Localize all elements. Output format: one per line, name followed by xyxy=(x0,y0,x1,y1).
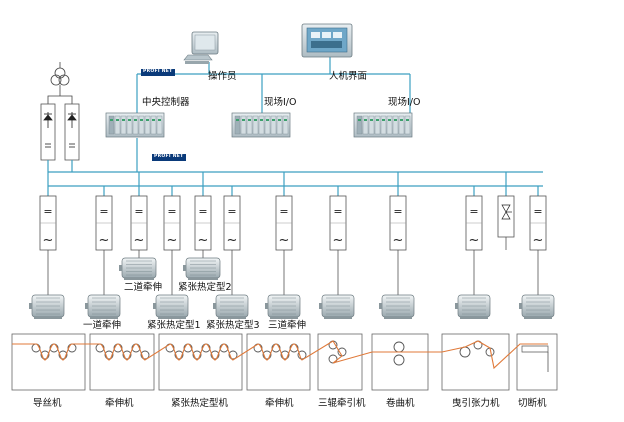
motor-icon xyxy=(213,294,249,319)
motor-icon xyxy=(519,294,555,319)
drive-unit[interactable]: =~ xyxy=(465,195,483,251)
machine-label-three-roll: 三辊牵引机 xyxy=(318,398,366,409)
motor-icon xyxy=(119,257,157,280)
drive-unit[interactable]: =~ xyxy=(275,195,293,251)
operator-pc-icon[interactable] xyxy=(183,31,219,64)
hmi-label: 人机界面 xyxy=(329,71,368,82)
motor-icon xyxy=(29,294,65,319)
motor-icon xyxy=(85,294,121,319)
drive-units: =~=~=~=~=~=~=~=~=~=~=~ xyxy=(39,195,547,251)
central-controller-rack[interactable] xyxy=(105,112,165,138)
roller xyxy=(393,341,405,353)
production-line xyxy=(11,333,558,391)
motor-icon xyxy=(319,294,355,319)
machine-label-cutter: 切断机 xyxy=(518,398,547,409)
motor-label-heatset-3: 紧张热定型3 xyxy=(206,320,260,331)
profinet-badge-1: PROFI NET xyxy=(141,69,175,76)
bus-drops xyxy=(47,172,539,196)
rectifier-units xyxy=(40,103,80,172)
dc-symbol: = xyxy=(167,205,176,218)
ac-symbol: ~ xyxy=(134,233,145,248)
dc-symbol: = xyxy=(43,205,52,218)
motor-label-drafting-3: 三道牵伸 xyxy=(268,320,307,331)
machine-label-heatset: 紧张热定型机 xyxy=(171,398,229,409)
ac-symbol: ~ xyxy=(43,233,54,248)
motor-label-drafting-2: 二道牵伸 xyxy=(124,282,163,293)
transformer-icon xyxy=(47,62,73,104)
dc-symbol: = xyxy=(533,205,542,218)
ac-symbol: ~ xyxy=(227,233,238,248)
dc-symbol: = xyxy=(198,205,207,218)
machine-label-draw-1: 牵伸机 xyxy=(105,398,134,409)
ac-symbol: ~ xyxy=(533,233,544,248)
machine-frame[interactable] xyxy=(317,333,363,391)
machine-label-tension: 曳引张力机 xyxy=(452,398,500,409)
plc-racks xyxy=(105,112,413,138)
drive-unit[interactable]: =~ xyxy=(223,195,241,251)
field-io-label-1: 现场I/O xyxy=(264,97,297,108)
hmi-panel-icon[interactable] xyxy=(301,23,353,58)
ac-symbol: ~ xyxy=(333,233,344,248)
motor-icon xyxy=(455,294,491,319)
ac-symbol: ~ xyxy=(198,233,209,248)
drive-unit[interactable]: =~ xyxy=(163,195,181,251)
dc-symbol: = xyxy=(393,205,402,218)
dc-symbol: = xyxy=(279,205,288,218)
top-network xyxy=(48,56,543,187)
ac-symbol: ~ xyxy=(469,233,480,248)
motor-icon xyxy=(153,294,189,319)
operator-label: 操作员 xyxy=(208,71,237,82)
machine-frame[interactable] xyxy=(89,333,155,391)
ac-symbol: ~ xyxy=(167,233,178,248)
motor-label-drafting-1: 一道牵伸 xyxy=(83,320,122,331)
motor-label-heatset-1: 紧张热定型1 xyxy=(147,320,201,331)
drive-unit[interactable]: =~ xyxy=(39,195,57,251)
dc-symbol: = xyxy=(469,205,478,218)
field-io-rack-2[interactable] xyxy=(353,112,413,138)
drive-unit[interactable]: =~ xyxy=(529,195,547,251)
motor-icon xyxy=(379,294,415,319)
machine-label-draw-2: 牵伸机 xyxy=(265,398,294,409)
machine-label-crimper: 卷曲机 xyxy=(386,398,415,409)
field-io-rack-1[interactable] xyxy=(231,112,291,138)
machine-frame[interactable] xyxy=(158,333,243,391)
machine-frame[interactable] xyxy=(11,333,86,391)
machine-frame[interactable] xyxy=(246,333,311,391)
profinet-badge-2: PROFI NET xyxy=(152,154,186,161)
roller xyxy=(393,354,405,366)
drive-unit[interactable]: =~ xyxy=(194,195,212,251)
dc-symbol: = xyxy=(99,205,108,218)
roller xyxy=(459,346,471,358)
dc-symbol: = xyxy=(333,205,342,218)
drive-unit[interactable]: =~ xyxy=(130,195,148,251)
motor-icon xyxy=(265,294,301,319)
motor-label-heatset-2: 紧张热定型2 xyxy=(178,282,232,293)
dc-symbol: = xyxy=(227,205,236,218)
motor-icon xyxy=(183,257,221,280)
ac-symbol: ~ xyxy=(279,233,290,248)
drive-unit[interactable] xyxy=(497,195,515,238)
drive-unit[interactable]: =~ xyxy=(95,195,113,251)
motors xyxy=(29,237,555,319)
ac-symbol: ~ xyxy=(99,233,110,248)
fiber-path xyxy=(12,340,548,370)
drive-unit[interactable]: =~ xyxy=(389,195,407,251)
field-io-label-2: 现场I/O xyxy=(388,97,421,108)
machine-label-guide: 导丝机 xyxy=(33,398,62,409)
machine-frame[interactable] xyxy=(516,333,558,391)
ac-symbol: ~ xyxy=(393,233,404,248)
central-controller-label: 中央控制器 xyxy=(142,97,190,108)
dc-symbol: = xyxy=(134,205,143,218)
drive-unit[interactable]: =~ xyxy=(329,195,347,251)
